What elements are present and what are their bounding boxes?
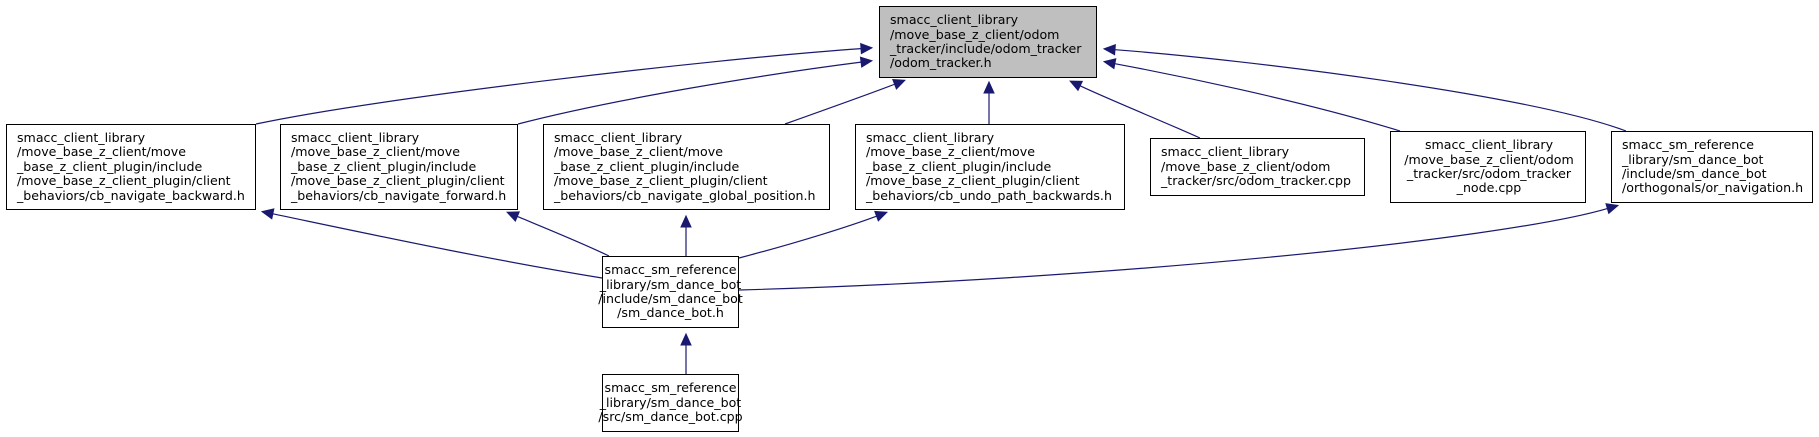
edge-sm-dance-bot-h-to-cb-undo-path-backwards-h: [738, 210, 889, 259]
edge-line: [784, 83, 895, 125]
arrowhead: [1605, 203, 1620, 215]
arrowhead: [859, 56, 874, 68]
edge-line: [517, 61, 862, 125]
node-label: smacc_client_library /move_base_z_client…: [1404, 137, 1574, 196]
node-odom-tracker-cpp[interactable]: smacc_client_library /move_base_z_client…: [1150, 138, 1365, 196]
node-label: smacc_client_library /move_base_z_client…: [890, 12, 1082, 71]
edge-line: [738, 215, 877, 259]
arrowhead: [860, 42, 874, 55]
arrowhead: [983, 80, 995, 94]
edge-line: [517, 215, 610, 257]
arrowhead: [506, 211, 520, 223]
node-label: smacc_sm_reference _library/sm_dance_bot…: [1622, 137, 1804, 196]
edge-line: [1079, 85, 1201, 139]
arrowhead: [260, 208, 275, 220]
arrowhead: [892, 79, 906, 90]
edge-line: [1114, 63, 1401, 132]
node-odom-tracker-node-cpp[interactable]: smacc_client_library /move_base_z_client…: [1390, 131, 1586, 203]
node-label: smacc_client_library /move_base_z_client…: [17, 129, 245, 203]
node-sm-dance-bot-cpp[interactable]: smacc_sm_reference _library/sm_dance_bot…: [598, 374, 743, 432]
node-label: smacc_client_library /move_base_z_client…: [866, 129, 1112, 203]
edge-cb-navigate-backward-h-to-odom-tracker-h: [255, 42, 874, 125]
edge-odom-tracker-node-cpp-to-odom-tracker-h: [1102, 58, 1401, 132]
arrowhead: [1102, 58, 1117, 70]
edge-sm-dance-bot-h-to-cb-navigate-backward-h: [260, 208, 603, 279]
edge-line: [272, 213, 603, 279]
arrowhead: [680, 214, 692, 228]
node-cb-undo-path-backwards-h[interactable]: smacc_client_library /move_base_z_client…: [855, 124, 1125, 210]
edge-cb-navigate-forward-h-to-odom-tracker-h: [517, 56, 874, 125]
edge-line: [255, 48, 862, 125]
node-odom-tracker-h[interactable]: smacc_client_library /move_base_z_client…: [879, 6, 1097, 78]
arrowhead: [680, 332, 692, 346]
node-label: smacc_client_library /move_base_z_client…: [1161, 144, 1351, 189]
edge-sm-dance-bot-h-to-or-navigation-h: [738, 203, 1620, 291]
node-cb-navigate-global-position-h[interactable]: smacc_client_library /move_base_z_client…: [543, 124, 830, 210]
arrowhead: [1069, 80, 1084, 92]
edge-cb-undo-path-backwards-h-to-odom-tracker-h: [983, 80, 995, 124]
node-or-navigation-h[interactable]: smacc_sm_reference _library/sm_dance_bot…: [1611, 131, 1813, 203]
node-cb-navigate-backward-h[interactable]: smacc_client_library /move_base_z_client…: [6, 124, 256, 210]
node-label: smacc_client_library /move_base_z_client…: [554, 129, 816, 203]
node-cb-navigate-forward-h[interactable]: smacc_client_library /move_base_z_client…: [280, 124, 518, 210]
node-label: smacc_sm_reference _library/sm_dance_bot…: [598, 380, 743, 425]
edge-line: [738, 207, 1608, 291]
edge-or-navigation-h-to-odom-tracker-h: [1102, 43, 1627, 132]
arrowhead: [1102, 43, 1116, 56]
edge-line: [1114, 49, 1627, 132]
node-label: smacc_client_library /move_base_z_client…: [291, 129, 507, 203]
edge-sm-dance-bot-cpp-to-sm-dance-bot-h: [680, 332, 692, 374]
edge-odom-tracker-cpp-to-odom-tracker-h: [1069, 80, 1201, 139]
arrowhead: [874, 210, 889, 222]
edge-sm-dance-bot-h-to-cb-navigate-global-position-h: [680, 214, 692, 256]
node-sm-dance-bot-h[interactable]: smacc_sm_reference _library/sm_dance_bot…: [598, 256, 743, 328]
node-label: smacc_sm_reference _library/sm_dance_bot…: [598, 262, 743, 321]
edge-sm-dance-bot-h-to-cb-navigate-forward-h: [506, 211, 610, 257]
edge-cb-navigate-global-position-h-to-odom-tracker-h: [784, 79, 906, 125]
